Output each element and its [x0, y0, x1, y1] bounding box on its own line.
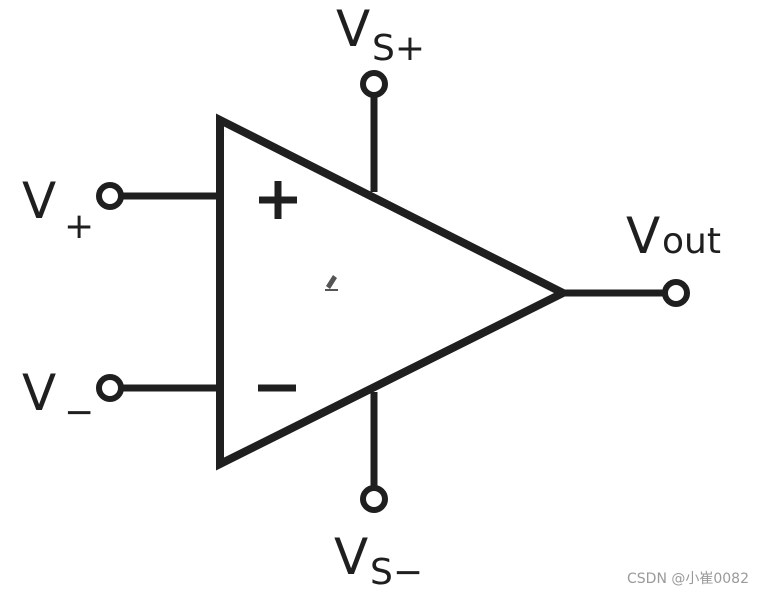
plus-sign: [259, 181, 297, 219]
label-v-plus-main: V: [22, 172, 56, 230]
label-vout-main: V: [626, 207, 660, 265]
label-vout: V out: [626, 207, 721, 265]
label-vs-minus-sub: S−: [370, 552, 423, 593]
label-v-plus-sub: +: [64, 206, 94, 247]
label-vs-plus-main: V: [336, 0, 370, 58]
label-v-minus-sub: −: [64, 392, 94, 433]
watermark: CSDN @小崔0082: [627, 571, 749, 587]
positive-supply-terminal: [360, 70, 388, 98]
label-v-minus-main: V: [22, 364, 56, 422]
label-vs-minus-main: V: [334, 528, 368, 586]
negative-supply-terminal: [360, 485, 388, 513]
label-vs-plus: V S+: [336, 0, 425, 69]
cursor-icon: [325, 275, 338, 291]
label-vs-plus-sub: S+: [372, 28, 425, 69]
label-vout-sub: out: [662, 221, 721, 262]
inverting-input-terminal: [96, 374, 124, 402]
label-vs-minus: V S−: [334, 528, 423, 593]
label-v-plus: V +: [22, 172, 94, 247]
non-inverting-input-terminal: [96, 182, 124, 210]
label-v-minus: V −: [22, 364, 94, 433]
output-terminal: [662, 279, 690, 307]
op-amp-triangle: [216, 113, 572, 471]
